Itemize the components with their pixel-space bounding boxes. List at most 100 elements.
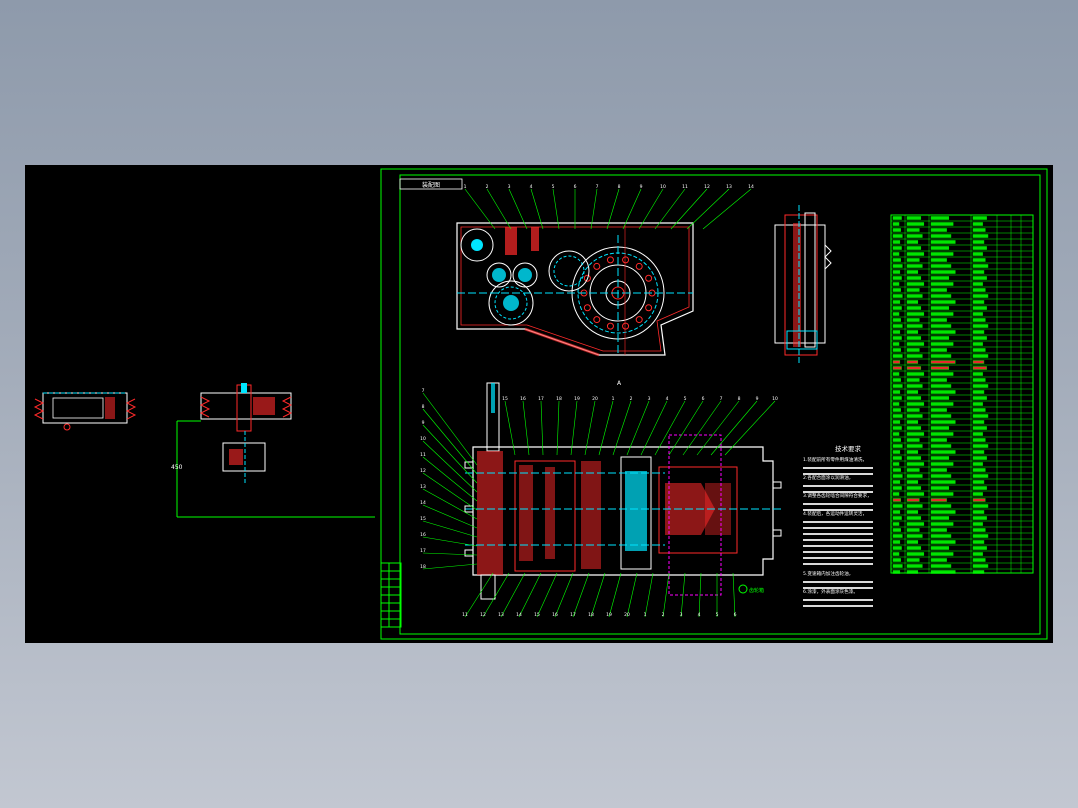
section-mark: A — [617, 380, 622, 387]
part-number-label: 12 — [704, 184, 710, 190]
bom-cell-text — [972, 300, 985, 304]
bom-cell-text — [906, 468, 920, 472]
leader-line — [626, 572, 638, 618]
leader-line — [670, 188, 708, 230]
bom-cell-text — [930, 234, 952, 238]
bolt-hole — [606, 256, 614, 264]
part-number-label: 1 — [644, 612, 647, 618]
part-number-label: 18 — [556, 396, 562, 402]
bom-cell-text — [892, 498, 901, 502]
bom-cell-text — [930, 468, 947, 472]
bom-cell-text — [892, 342, 900, 346]
bom-cell-text — [906, 492, 925, 496]
part-number-label: 10 — [772, 396, 778, 402]
part-number-label: 10 — [420, 436, 426, 442]
bom-cell-text — [930, 492, 954, 496]
bom-cell-text — [972, 222, 983, 226]
bom-cell-text — [892, 246, 902, 250]
cad-drawing[interactable]: 装配图 450 — [25, 165, 1053, 643]
leader-line — [644, 572, 654, 618]
part-number-label: 9 — [756, 396, 759, 402]
bom-cell-text — [892, 330, 901, 334]
leader-line — [686, 188, 730, 230]
bom-cell-text — [972, 510, 985, 514]
bom-cell-text — [930, 318, 947, 322]
leader-line — [508, 188, 528, 230]
bom-cell-text — [892, 258, 901, 262]
bom-cell-text — [892, 522, 900, 526]
revision-strip — [380, 562, 402, 628]
leader-line — [698, 572, 702, 618]
bom-cell-text — [906, 528, 920, 532]
bom-cell-text — [906, 426, 922, 430]
bom-cell-text — [892, 558, 901, 562]
text-line — [803, 485, 873, 487]
leader-line — [422, 440, 478, 493]
bom-cell-text — [972, 522, 983, 526]
bom-cell-text — [930, 546, 950, 550]
part-number-label: 7 — [596, 184, 599, 190]
bom-cell-text — [930, 522, 954, 526]
bolt-hole — [635, 262, 643, 270]
bom-cell-text — [972, 552, 983, 556]
bom-cell-text — [892, 468, 901, 472]
leader-line — [464, 572, 494, 618]
cad-viewport[interactable]: 装配图 450 — [25, 165, 1053, 643]
bom-cell-text — [906, 510, 919, 514]
part-number-label: 5 — [716, 612, 719, 618]
bom-cell-text — [930, 306, 950, 310]
bom-cell-text — [906, 504, 923, 508]
bom-cell-text — [972, 336, 987, 340]
leader-line — [640, 400, 668, 456]
bom-cell-text — [906, 516, 922, 520]
bom-cell-text — [972, 282, 983, 286]
bolt-hole — [645, 274, 653, 282]
leader-line — [422, 520, 478, 538]
leader-line — [556, 400, 560, 456]
leader-line — [682, 400, 722, 456]
leader-line — [680, 572, 686, 618]
tech-req-line-1: 1.装配前所有零件用煤油清洗， — [803, 456, 867, 463]
leader-line — [504, 400, 516, 456]
bom-cell-text — [892, 480, 901, 484]
bom-cell-text — [906, 540, 919, 544]
part-number-label: 7 — [720, 396, 723, 402]
bom-cell-text — [972, 360, 985, 364]
bom-cell-text — [892, 378, 901, 382]
bom-cell-text — [972, 342, 983, 346]
text-line — [803, 599, 873, 601]
bom-cell-text — [892, 252, 900, 256]
bom-cell-text — [892, 432, 900, 436]
bom-cell-text — [972, 276, 987, 280]
leader-line — [422, 424, 478, 484]
part-number-label: 6 — [702, 396, 705, 402]
bom-cell-text — [906, 300, 919, 304]
tech-req-line-2: 2.各配合面涂以润滑油， — [803, 474, 853, 481]
bom-cell-text — [930, 474, 952, 478]
bom-cell-text — [892, 306, 902, 310]
text-line — [803, 545, 873, 547]
leader-line — [422, 552, 478, 556]
bom-cell-text — [930, 570, 956, 574]
bom-cell-text — [906, 312, 925, 316]
leader-line — [572, 572, 590, 618]
part-number-label: 18 — [588, 612, 594, 618]
gearbox-side-view — [774, 205, 832, 365]
bom-cell-text — [892, 336, 902, 340]
tech-req-title: 技术要求 — [835, 444, 862, 453]
bom-cell-text — [972, 366, 987, 370]
bom-cell-text — [892, 546, 902, 550]
part-number-label: 4 — [666, 396, 669, 402]
part-number-label: 13 — [726, 184, 732, 190]
tech-requirements: 技术要求 1.装配前所有零件用煤油清洗， 2.各配合面涂以润滑油， 3.调整各齿… — [803, 444, 873, 607]
leader-line — [638, 188, 664, 230]
bom-cell-text — [892, 570, 901, 574]
bom-cell-text — [930, 324, 952, 328]
bom-cell-text — [892, 318, 901, 322]
leader-line — [702, 188, 752, 230]
bom-cell-text — [906, 276, 922, 280]
leader-line — [422, 563, 478, 570]
bom-cell-text — [892, 324, 903, 328]
leader-line — [668, 400, 704, 456]
